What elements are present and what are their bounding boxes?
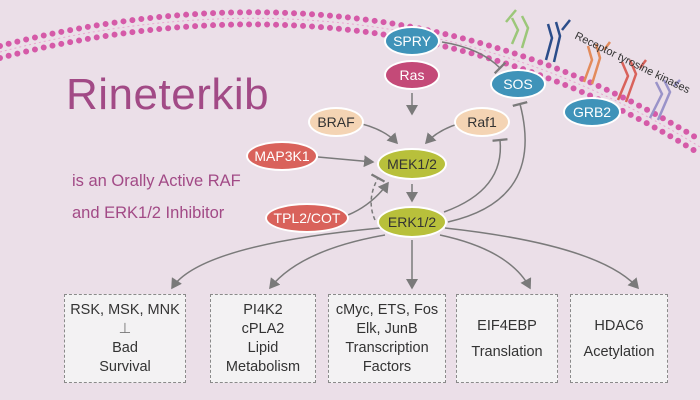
arrow-erk-box4 xyxy=(439,234,532,290)
arrow-erk-raf1 xyxy=(443,138,508,213)
box-text: cPLA2 xyxy=(241,320,285,337)
box-text: RSK, MSK, MNK xyxy=(70,301,180,318)
node-erk: ERK1/2 xyxy=(377,206,447,238)
arrow-erk-sos xyxy=(447,101,528,223)
box-text: HDAC6 xyxy=(594,317,644,334)
arrow-tpl2-mek xyxy=(347,181,389,216)
box-text: Metabolism xyxy=(225,358,301,375)
outcome-box-transcription: cMyc, ETS, Fos Elk, JunB Transcription F… xyxy=(328,294,446,383)
box-text: Elk, JunB xyxy=(356,320,418,337)
arrow-map3k1-mek xyxy=(317,155,375,168)
node-ras: Ras xyxy=(384,60,440,90)
box-text: Translation xyxy=(471,343,543,360)
arrow-erk-box2 xyxy=(269,234,386,290)
arrow-erk-box1 xyxy=(171,227,381,290)
node-spry: SPRY xyxy=(384,26,440,56)
node-mek: MEK1/2 xyxy=(377,148,447,180)
node-map3k1: MAP3K1 xyxy=(246,141,318,171)
subtitle-line-2: and ERK1/2 Inhibitor xyxy=(72,204,225,222)
box-text: EIF4EBP xyxy=(477,317,537,334)
receptors xyxy=(505,9,681,121)
outcome-box-acetylation: HDAC6 Acetylation xyxy=(570,294,668,383)
arrow-erk-mek-dashed xyxy=(370,173,386,221)
arrow-spry-sos xyxy=(441,41,507,75)
page-title: Rineterkib xyxy=(66,70,270,119)
arrow-erk-box5 xyxy=(444,227,639,290)
outcome-box-lipid: PI4K2 cPLA2 Lipid Metabolism xyxy=(210,294,316,383)
arrow-braf-mek xyxy=(361,123,399,145)
node-tpl2-cot: TPL2/COT xyxy=(265,203,349,233)
box-text: Acetylation xyxy=(583,343,655,360)
node-grb2: GRB2 xyxy=(563,97,621,127)
box-text: cMyc, ETS, Fos xyxy=(335,301,439,318)
node-sos: SOS xyxy=(490,69,546,99)
node-raf1: Raf1 xyxy=(454,107,510,137)
inhibit-icon: ⊥ xyxy=(118,320,132,337)
box-text: Lipid xyxy=(247,339,279,356)
outcome-box-translation: EIF4EBP Translation xyxy=(456,294,558,383)
box-text: Factors xyxy=(362,358,412,375)
box-text: Survival xyxy=(99,358,151,375)
outcome-box-survival: RSK, MSK, MNK ⊥ Bad Survival xyxy=(64,294,186,383)
subtitle-line-1: is an Orally Active RAF xyxy=(72,172,241,190)
node-braf: BRAF xyxy=(308,107,364,137)
box-text: Transcription xyxy=(345,339,429,356)
arrow-raf1-mek xyxy=(424,123,459,145)
box-text: PI4K2 xyxy=(243,301,283,318)
box-text: Bad xyxy=(112,339,138,356)
